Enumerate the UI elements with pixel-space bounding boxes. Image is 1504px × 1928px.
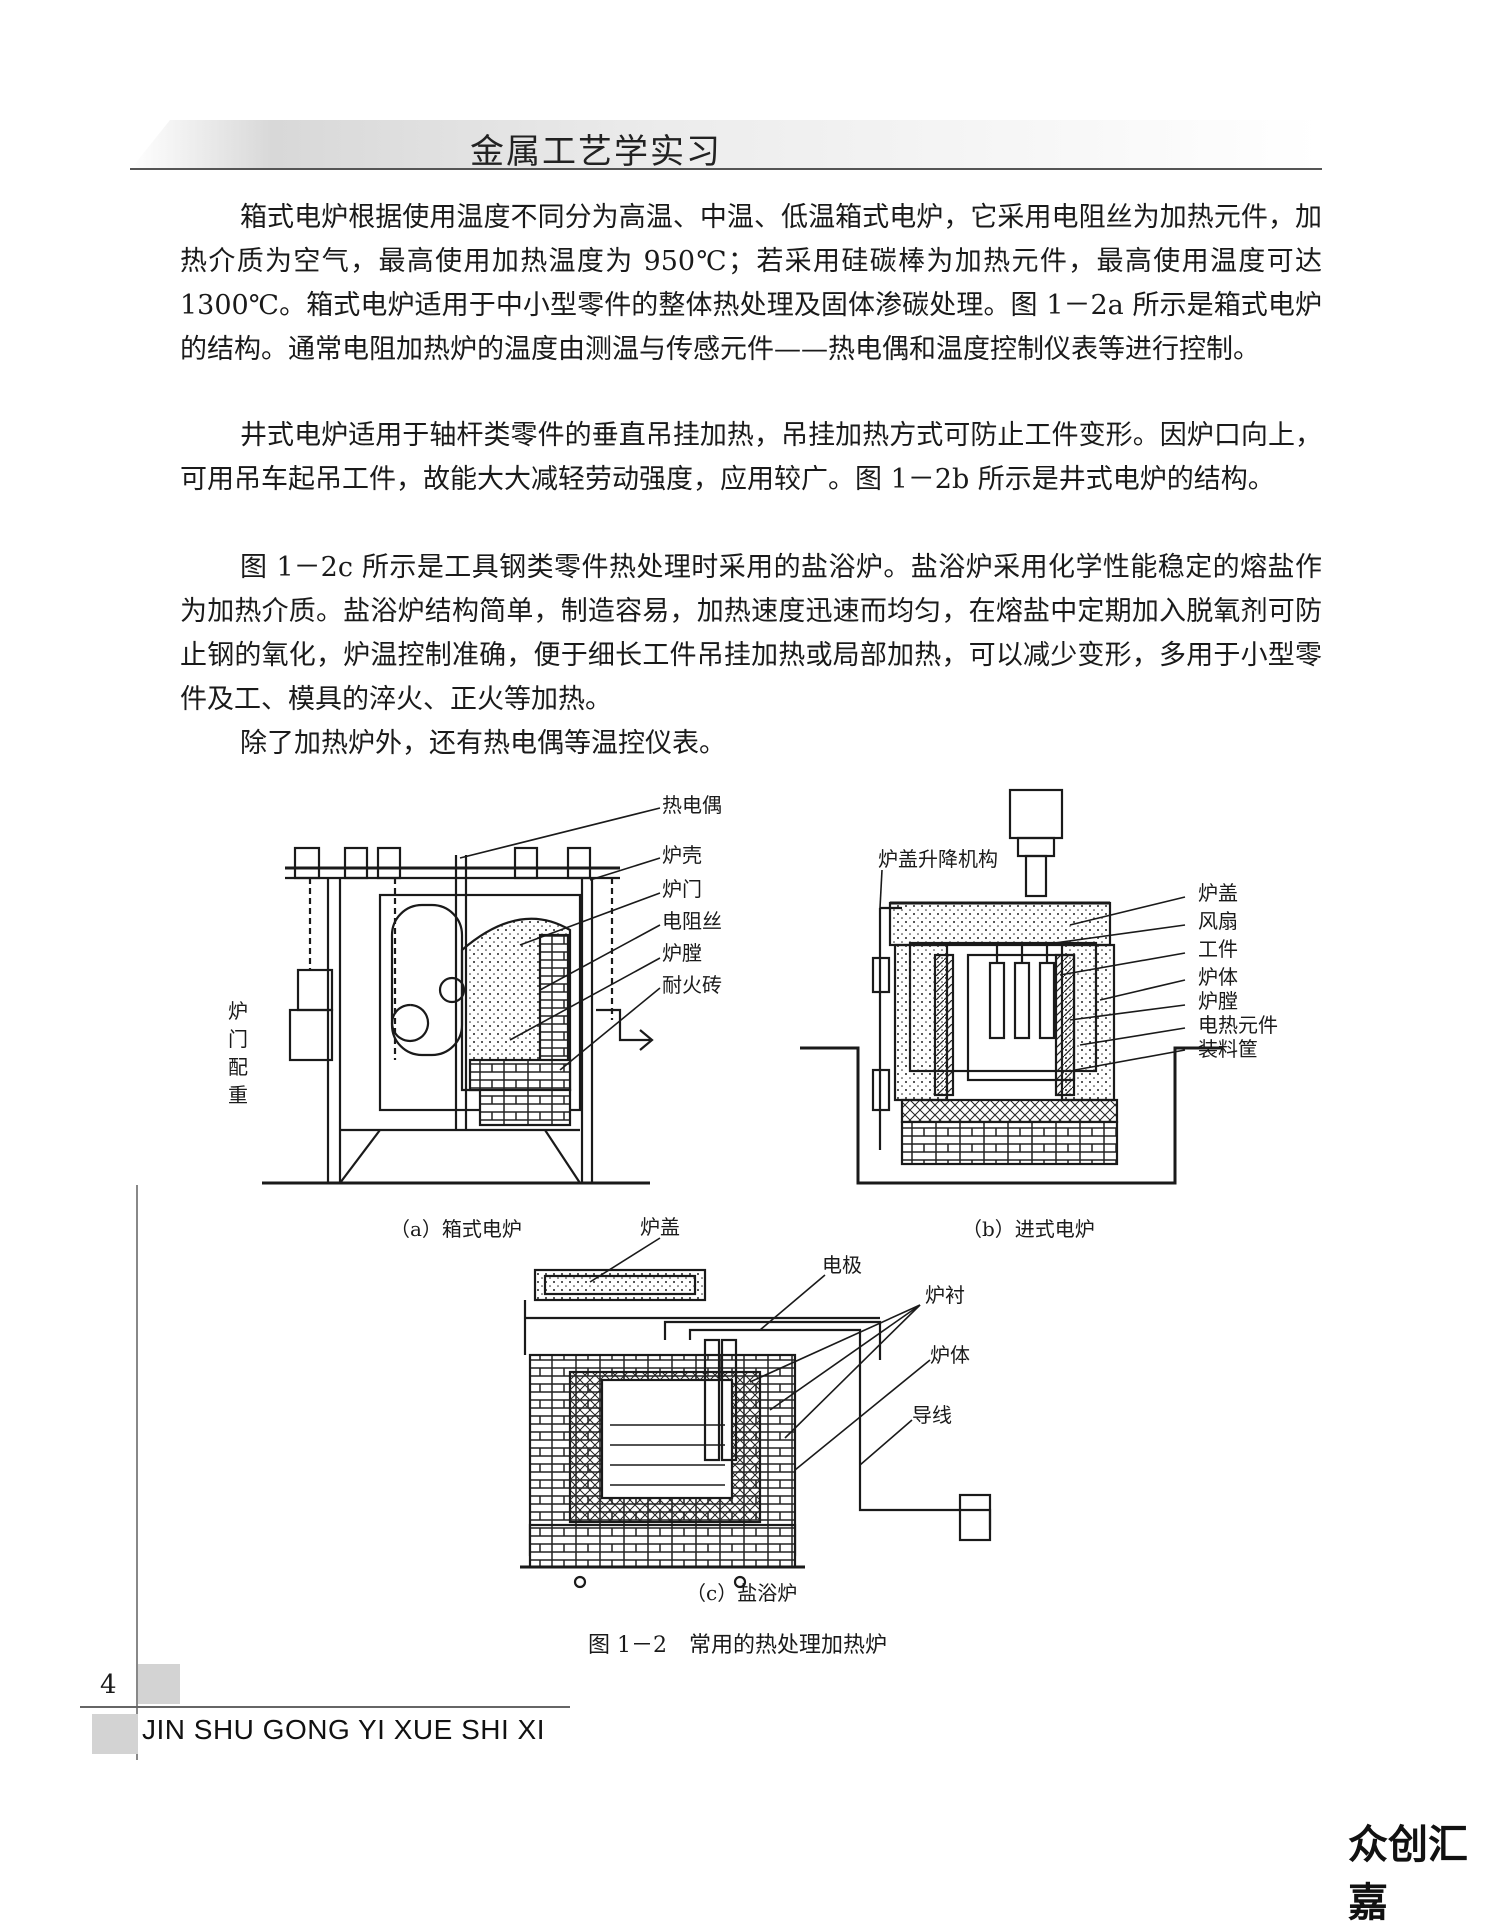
paragraph-salt-bath: 图 1－2c 所示是工具钢类零件热处理时采用的盐浴炉。盐浴炉采用化学性能稳定的熔… [180,552,1322,715]
paragraph-box-furnace: 箱式电炉根据使用温度不同分为高温、中温、低温箱式电炉，它采用电阻丝为加热元件，加… [180,202,1322,365]
label-furnace-shell: 炉壳 [662,843,702,867]
page-number: 4 [100,1670,117,1700]
diagram-box-furnace [262,846,654,1185]
label-thermocouple: 热电偶 [662,793,722,817]
paragraph-instruments: 除了加热炉外，还有热电偶等温控仪表。 [240,728,726,759]
label-heating-element: 电热元件 [1198,1013,1278,1037]
label-furnace-door: 炉门 [662,877,702,901]
label-electrode: 电极 [822,1253,862,1277]
leaders-box-furnace [459,807,661,1071]
leaders-salt-bath [589,1237,931,1471]
label-fan: 风扇 [1198,909,1238,933]
label-door-counterweight-2: 门 [228,1027,248,1051]
footer-running-title: JIN SHU GONG YI XUE SHI XI [142,1714,546,1745]
paragraph-pit-furnace: 井式电炉适用于轴杆类零件的垂直吊挂加热，吊挂加热方式可防止工件变形。因炉口向上，… [180,420,1322,495]
label-door-counterweight-3: 配 [228,1055,248,1079]
label-basket: 装料筐 [1198,1037,1258,1061]
footer-gray-block [138,1664,180,1704]
label-lid-b: 炉盖 [1198,881,1238,905]
page-header-title: 金属工艺学实习 [470,132,722,172]
watermark-logo: 众创汇嘉 [1348,1822,1468,1926]
figure-caption: 图 1－2 常用的热处理加热炉 [588,1633,887,1658]
leaders-pit-furnace [879,869,1186,1071]
footer-gray-block-2 [92,1714,138,1754]
label-lead-wire: 导线 [912,1403,952,1427]
label-door-counterweight-4: 重 [228,1083,248,1107]
header-bar [130,120,1320,170]
header-rule [130,168,1322,170]
diagram-pit-furnace [800,788,1222,1185]
footer-vertical-rule [136,1185,138,1760]
label-workpiece: 工件 [1198,937,1238,961]
caption-b: （b）进式电炉 [962,1217,1095,1241]
figure-heat-treatment-furnaces: 热电偶 炉壳 炉门 电阻丝 炉膛 耐火砖 炉 门 配 重 （a）箱式电炉 [228,788,1278,1658]
label-door-counterweight-1: 炉 [228,999,248,1023]
label-lid-c: 炉盖 [640,1215,680,1239]
label-lid-lift-mechanism: 炉盖升降机构 [878,847,998,871]
label-chamber-b: 炉膛 [1198,989,1238,1013]
label-resistance-wire: 电阻丝 [662,909,722,933]
label-refractory-brick: 耐火砖 [662,973,722,997]
label-body-c: 炉体 [930,1343,970,1367]
label-lining: 炉衬 [925,1283,965,1307]
label-chamber-a: 炉膛 [662,941,702,965]
caption-c: （c）盐浴炉 [686,1581,797,1605]
caption-a: （a）箱式电炉 [390,1217,522,1241]
diagram-salt-bath-furnace [520,1268,992,1589]
footer-rule [80,1706,570,1708]
label-body-b: 炉体 [1198,965,1238,989]
